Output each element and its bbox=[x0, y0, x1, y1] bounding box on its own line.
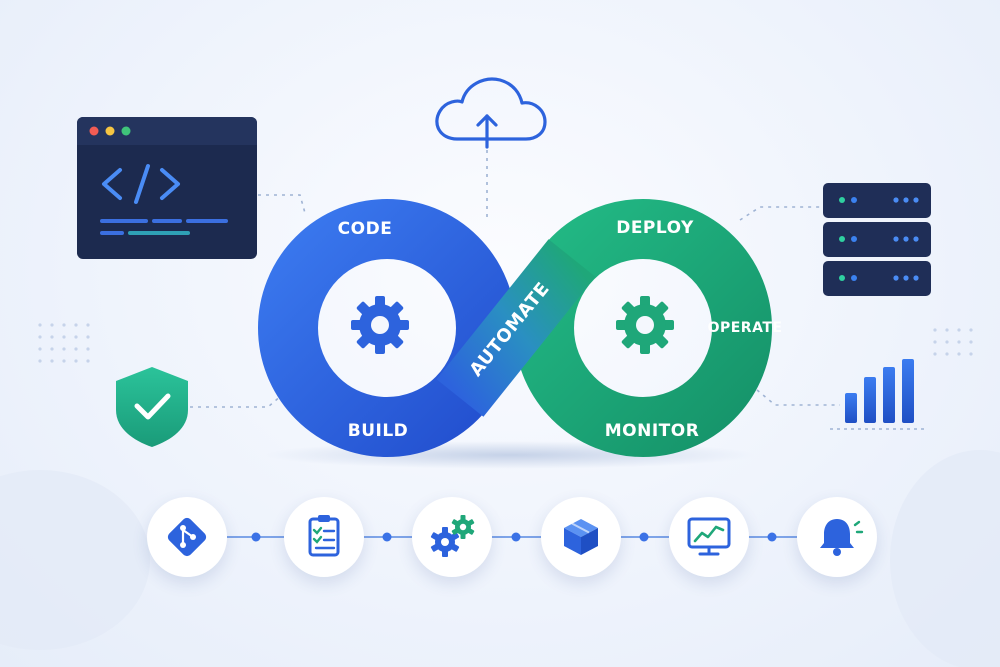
code-window-icon bbox=[77, 117, 257, 259]
monitor-chart-icon bbox=[687, 517, 731, 556]
connector-shield bbox=[190, 394, 283, 408]
connector-server bbox=[739, 206, 822, 221]
pipeline-step-alert[interactable] bbox=[797, 497, 877, 577]
bar-chart-icon bbox=[830, 359, 928, 430]
label-deploy: DEPLOY bbox=[616, 218, 694, 238]
bell-icon bbox=[820, 519, 864, 556]
gear-icon bbox=[351, 296, 409, 354]
label-code: CODE bbox=[338, 219, 393, 239]
pipeline-step-git[interactable] bbox=[147, 497, 227, 577]
bg-blob-left bbox=[0, 470, 150, 650]
pipeline-step-monitor[interactable] bbox=[669, 497, 749, 577]
gears-icon bbox=[430, 515, 475, 557]
connector-code-window bbox=[258, 194, 306, 214]
connector-chart bbox=[756, 389, 840, 406]
cloud-upload-icon bbox=[435, 77, 547, 149]
server-stack-icon bbox=[823, 183, 931, 296]
pipeline-step-package[interactable] bbox=[541, 497, 621, 577]
gear-icon bbox=[616, 296, 674, 354]
dot-grid-left bbox=[38, 323, 90, 363]
checklist-icon bbox=[308, 515, 340, 557]
pipeline-step-checklist[interactable] bbox=[284, 497, 364, 577]
package-box-icon bbox=[564, 519, 598, 555]
label-operate: OPERATE bbox=[708, 320, 783, 336]
git-branch-icon bbox=[167, 517, 207, 557]
loop-crossing-band bbox=[436, 239, 596, 417]
label-build: BUILD bbox=[348, 421, 409, 441]
dot-grid-right bbox=[933, 328, 973, 356]
pipeline-track bbox=[227, 532, 797, 542]
label-monitor: MONITOR bbox=[605, 421, 700, 441]
shield-check-icon bbox=[116, 367, 188, 447]
bg-blob-right bbox=[890, 450, 1000, 667]
pipeline-step-build[interactable] bbox=[412, 497, 492, 577]
